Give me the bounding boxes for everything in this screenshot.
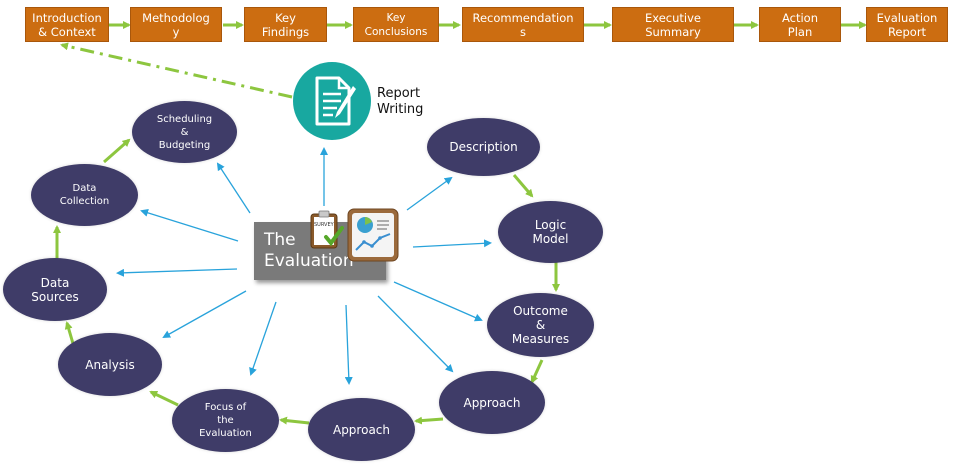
cycle-arrow	[530, 359, 544, 384]
step-methodology: Methodolog y	[130, 7, 222, 42]
radial-arrow	[116, 268, 238, 277]
survey-clipboard-icon: SURVEY	[308, 210, 344, 250]
radial-arrow	[406, 176, 453, 211]
radial-arrow	[393, 281, 483, 322]
step-key-conclusions: Key Conclusions	[353, 7, 439, 42]
node-outcome-measures: Outcome & Measures	[487, 293, 594, 357]
node-description: Description	[427, 118, 540, 176]
node-analysis: Analysis	[58, 333, 162, 396]
radial-arrow	[249, 301, 277, 376]
cycle-arrow	[512, 174, 534, 198]
cycle-arrow	[103, 138, 131, 164]
node-approach-bottom: Approach	[308, 398, 415, 461]
step-key-findings: Key Findings	[244, 7, 327, 42]
node-data-sources: Data Sources	[3, 258, 107, 321]
radial-arrow	[344, 304, 353, 385]
radial-arrow	[412, 239, 492, 248]
report-writing-label: Report Writing	[377, 86, 424, 117]
node-data-collection: Data Collection	[31, 164, 138, 226]
cycle-arrow	[279, 416, 310, 425]
step-introduction-context: Introduction & Context	[25, 7, 109, 42]
node-logic-model: Logic Model	[498, 201, 603, 263]
node-approach-right: Approach	[439, 371, 545, 434]
the-evaluation-label: The Evaluation	[264, 230, 354, 271]
step-recommendations: Recommendation s	[462, 7, 584, 42]
report-writing-icon	[293, 62, 371, 140]
radial-arrow	[377, 295, 454, 373]
radial-arrow	[140, 208, 239, 242]
radial-arrow	[216, 162, 251, 214]
node-scheduling-budgeting: Scheduling & Budgeting	[132, 101, 237, 163]
step-action-plan: Action Plan	[759, 7, 841, 42]
cycle-arrow	[414, 416, 444, 425]
node-focus-of-evaluation: Focus of the Evaluation	[172, 389, 279, 452]
survey-text: SURVEY	[314, 222, 334, 228]
report-to-intro-connector	[60, 42, 293, 99]
radial-arrow	[162, 290, 247, 338]
step-evaluation-report: Evaluation Report	[866, 7, 948, 42]
step-executive-summary: Executive Summary	[612, 7, 734, 42]
cycle-arrow	[149, 390, 179, 407]
chart-app-icon	[347, 208, 399, 262]
